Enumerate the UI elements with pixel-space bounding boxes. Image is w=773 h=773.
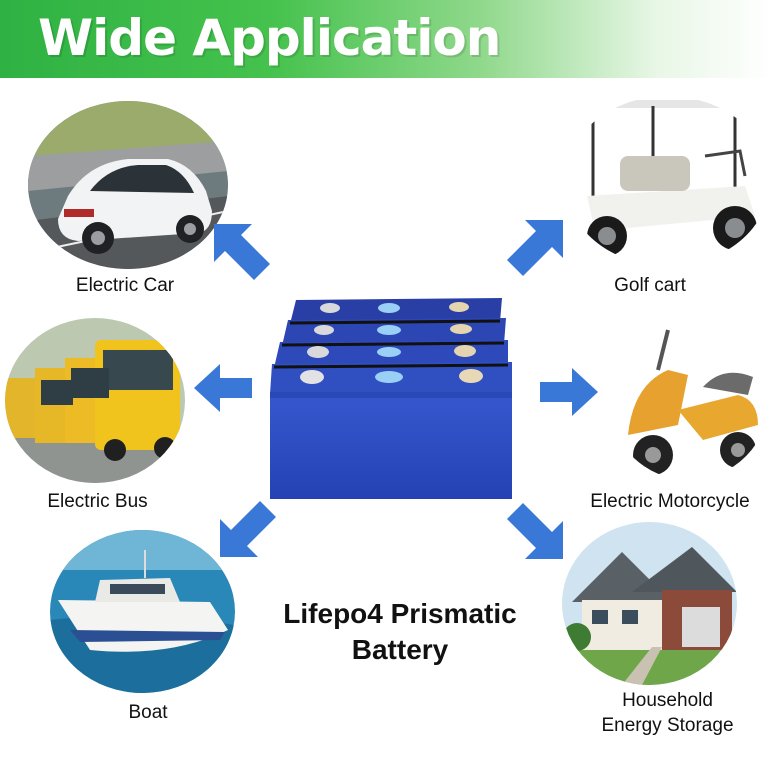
arrow-to-car-icon — [212, 222, 272, 282]
prismatic-battery-pack-image — [262, 296, 512, 501]
arrow-to-boat-icon — [218, 499, 278, 559]
boat-label: Boat — [128, 702, 168, 723]
electric-car-label: Electric Car — [75, 275, 175, 296]
product-title-line1: Lifepo4 Prismatic — [283, 598, 517, 629]
header-banner: Wide Application — [0, 0, 773, 78]
electric-motorcycle-label: Electric Motorcycle — [590, 491, 750, 512]
arrow-to-household-icon — [505, 501, 565, 561]
arrow-to-motorcycle-icon — [538, 366, 600, 418]
electric-bus-image — [5, 318, 185, 483]
electric-car-image — [28, 101, 228, 269]
household-label-line2: Energy Storage — [601, 715, 734, 736]
electric-bus-label: Electric Bus — [47, 491, 148, 512]
electric-motorcycle-image — [608, 315, 770, 480]
arrow-to-golf-cart-icon — [505, 218, 565, 278]
household-label-line1: Household — [622, 690, 713, 711]
product-title-line2: Battery — [351, 634, 449, 665]
household-energy-storage-image — [562, 522, 737, 685]
banner-title: Wide Application — [38, 9, 501, 67]
golf-cart-image — [565, 96, 770, 266]
arrow-to-bus-icon — [192, 362, 254, 414]
product-title: Lifepo4 Prismatic Battery — [250, 596, 550, 668]
golf-cart-label: Golf cart — [614, 275, 686, 296]
boat-image — [50, 530, 235, 693]
